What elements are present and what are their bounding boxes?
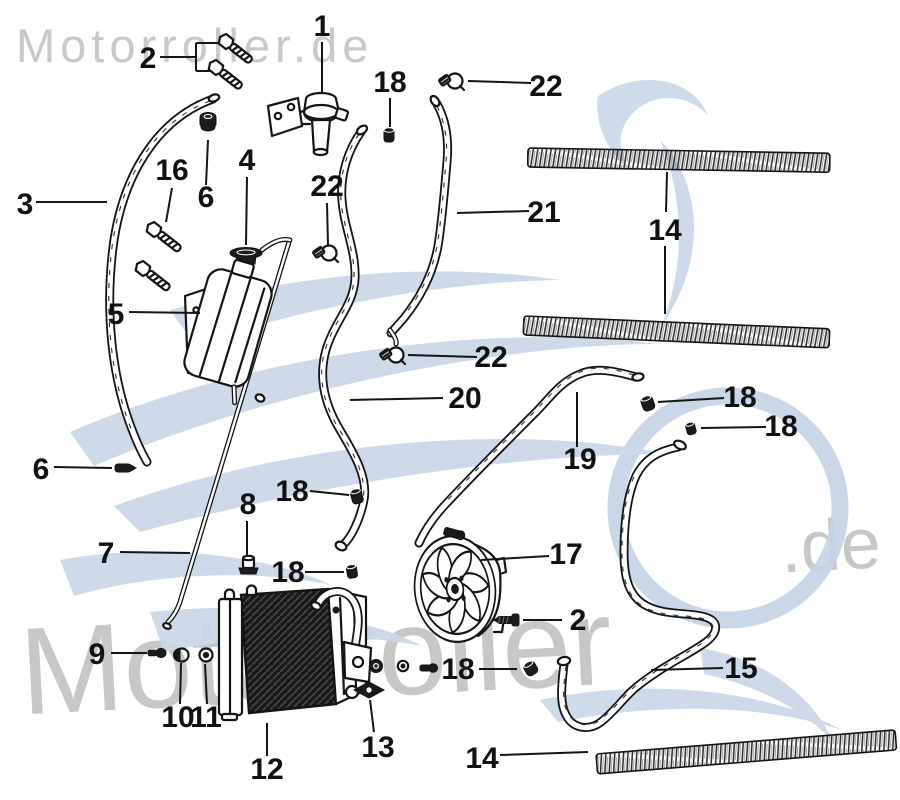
overflow-hose-3	[105, 93, 221, 467]
part-label-13: 13	[361, 731, 394, 764]
plug-18e	[685, 421, 697, 436]
part-label-21: 21	[527, 196, 560, 229]
part-label-15: 15	[724, 652, 757, 685]
corrugated-sleeve-bottom	[595, 729, 898, 775]
part-label-7: 7	[98, 537, 115, 570]
nut-row	[369, 659, 439, 673]
water-hose-20	[318, 124, 370, 552]
part-label-9: 9	[89, 638, 106, 671]
water-hose-15	[556, 439, 721, 732]
fan-bolt	[443, 527, 466, 541]
part-label-19: 19	[563, 443, 596, 476]
part-label-2b: 2	[570, 604, 587, 637]
part-label-12: 12	[250, 753, 283, 786]
part-label-18c: 18	[271, 556, 304, 589]
part-label-17: 17	[549, 538, 582, 571]
expansion-tank-5	[183, 258, 273, 406]
hose-clamp-22a	[438, 72, 466, 92]
water-hose-19	[414, 365, 645, 548]
hose-end-elbow	[387, 327, 399, 347]
plug-18b	[350, 488, 364, 505]
part-label-5: 5	[108, 298, 125, 331]
leader-lines	[36, 42, 767, 756]
part-label-14b: 14	[465, 742, 499, 775]
bolt-pair-2	[195, 32, 253, 90]
hose-clamp-22b	[312, 244, 340, 264]
cooling-fan-17	[413, 527, 508, 643]
nut-6	[199, 112, 217, 132]
plug-18f	[523, 660, 539, 677]
part-label-22a: 22	[529, 70, 562, 103]
drain-tube-7	[162, 237, 293, 630]
part-label-4: 4	[239, 144, 256, 177]
part-labels: 1 2 18 22 21 14 3 16 6 4 22 5 22 20 19 1…	[17, 10, 798, 786]
part-label-22b: 22	[310, 170, 343, 203]
hose-clamp-22c	[379, 346, 407, 366]
screw-9	[147, 647, 167, 659]
bolt-16	[145, 220, 182, 253]
washer-10	[173, 647, 190, 663]
part-label-18f: 18	[441, 653, 474, 686]
fan-blades	[421, 546, 490, 634]
radiator-12	[217, 584, 373, 722]
part-label-20: 20	[448, 382, 481, 415]
part-label-14a: 14	[648, 214, 682, 247]
watermark-header-text: Motorroller.de	[16, 19, 373, 72]
part-label-18d: 18	[723, 381, 756, 414]
part-label-6b: 6	[33, 453, 50, 486]
part-label-10: 10	[161, 701, 194, 734]
part-label-22c: 22	[474, 341, 507, 374]
plug-18d	[640, 395, 656, 412]
cap-8	[238, 554, 259, 575]
part-label-18e: 18	[764, 410, 797, 443]
part-label-3: 3	[17, 188, 34, 221]
part-label-18b: 18	[275, 475, 308, 508]
corrugated-sleeve-middle	[522, 315, 831, 349]
plug-6b	[114, 463, 137, 473]
part-label-6a: 6	[198, 181, 215, 214]
part-label-8: 8	[240, 488, 257, 521]
part-label-1: 1	[314, 10, 331, 43]
part-label-11: 11	[190, 701, 222, 734]
washer-11	[198, 647, 214, 663]
bolt-16b	[134, 259, 171, 292]
part-label-16: 16	[155, 154, 188, 187]
wing-nut-13	[352, 681, 386, 699]
part-label-2a: 2	[140, 42, 157, 75]
water-hose-21	[386, 94, 453, 347]
part-label-18a: 18	[373, 66, 406, 99]
thermostat-assembly-1	[266, 91, 350, 157]
plug-18a	[383, 127, 395, 143]
bolt-2b	[493, 613, 520, 627]
plug-18c	[345, 563, 358, 579]
corrugated-sleeve-top	[526, 147, 831, 174]
